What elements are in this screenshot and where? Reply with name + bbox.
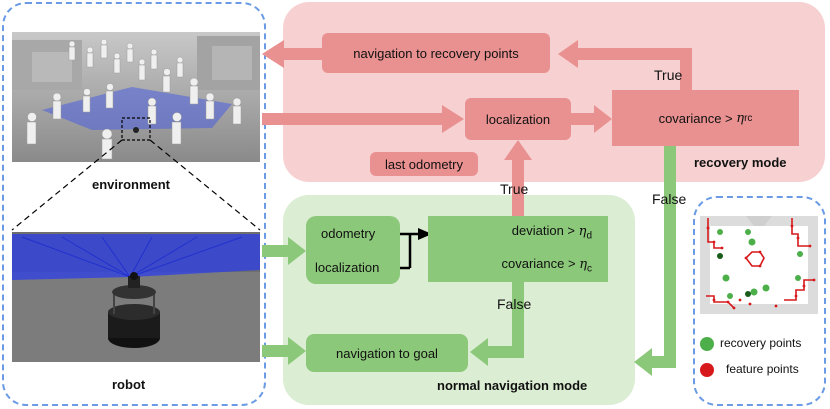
localization-box-recovery: localization xyxy=(465,98,571,140)
last-odometry-box: last odometry xyxy=(370,152,478,176)
robot-label: robot xyxy=(112,377,146,392)
odometry-label: odometry xyxy=(321,226,376,241)
map-legend-panel xyxy=(693,196,826,406)
arrow-true-up xyxy=(680,50,692,92)
nav-recovery-points-box: navigation to recovery points xyxy=(322,33,550,73)
deviation-covariance-box: deviation > ηd covariance > ηc xyxy=(428,216,608,282)
covariance-c-text: covariance > xyxy=(501,256,576,272)
legend-feature-text: feature points xyxy=(726,362,799,376)
localization-label-normal: localization xyxy=(315,260,380,275)
zoom-lines xyxy=(11,139,261,231)
eta-symbol-d: η xyxy=(578,224,587,240)
eta-c-subscript: c xyxy=(587,263,592,275)
environment-image xyxy=(12,32,260,162)
edge-true-mid: True xyxy=(500,181,529,197)
covariance-c-condition: covariance > ηc xyxy=(502,256,593,275)
eta-symbol-rc: η xyxy=(736,110,745,126)
odometry-localization-box xyxy=(306,216,400,284)
robot-image xyxy=(12,232,260,362)
eta-rc-subscript: rc xyxy=(744,112,753,124)
deviation-text: deviation > xyxy=(511,223,576,239)
deviation-condition: deviation > ηd xyxy=(512,223,592,242)
edge-false-mid: False xyxy=(497,296,532,312)
feature-point-marker xyxy=(700,363,714,377)
normal-navigation-label: normal navigation mode xyxy=(437,378,588,393)
environment-label: environment xyxy=(92,177,171,192)
recovery-point-marker xyxy=(700,337,714,351)
legend-recovery-text: recovery points xyxy=(720,336,802,350)
edge-true-top: True xyxy=(654,67,683,83)
last-odometry-text: last odometry xyxy=(384,156,464,172)
turtlebot-icon xyxy=(108,272,160,348)
edge-false-right: False xyxy=(652,191,687,207)
eta-symbol-c: η xyxy=(579,257,587,273)
eta-d-subscript: d xyxy=(586,230,592,242)
recovery-mode-label: recovery mode xyxy=(694,155,787,170)
feature-map-image xyxy=(700,216,818,314)
covariance-rc-text: covariance > xyxy=(658,110,733,126)
nav-goal-box: navigation to goal xyxy=(306,334,468,372)
left-panel-border xyxy=(2,2,266,406)
